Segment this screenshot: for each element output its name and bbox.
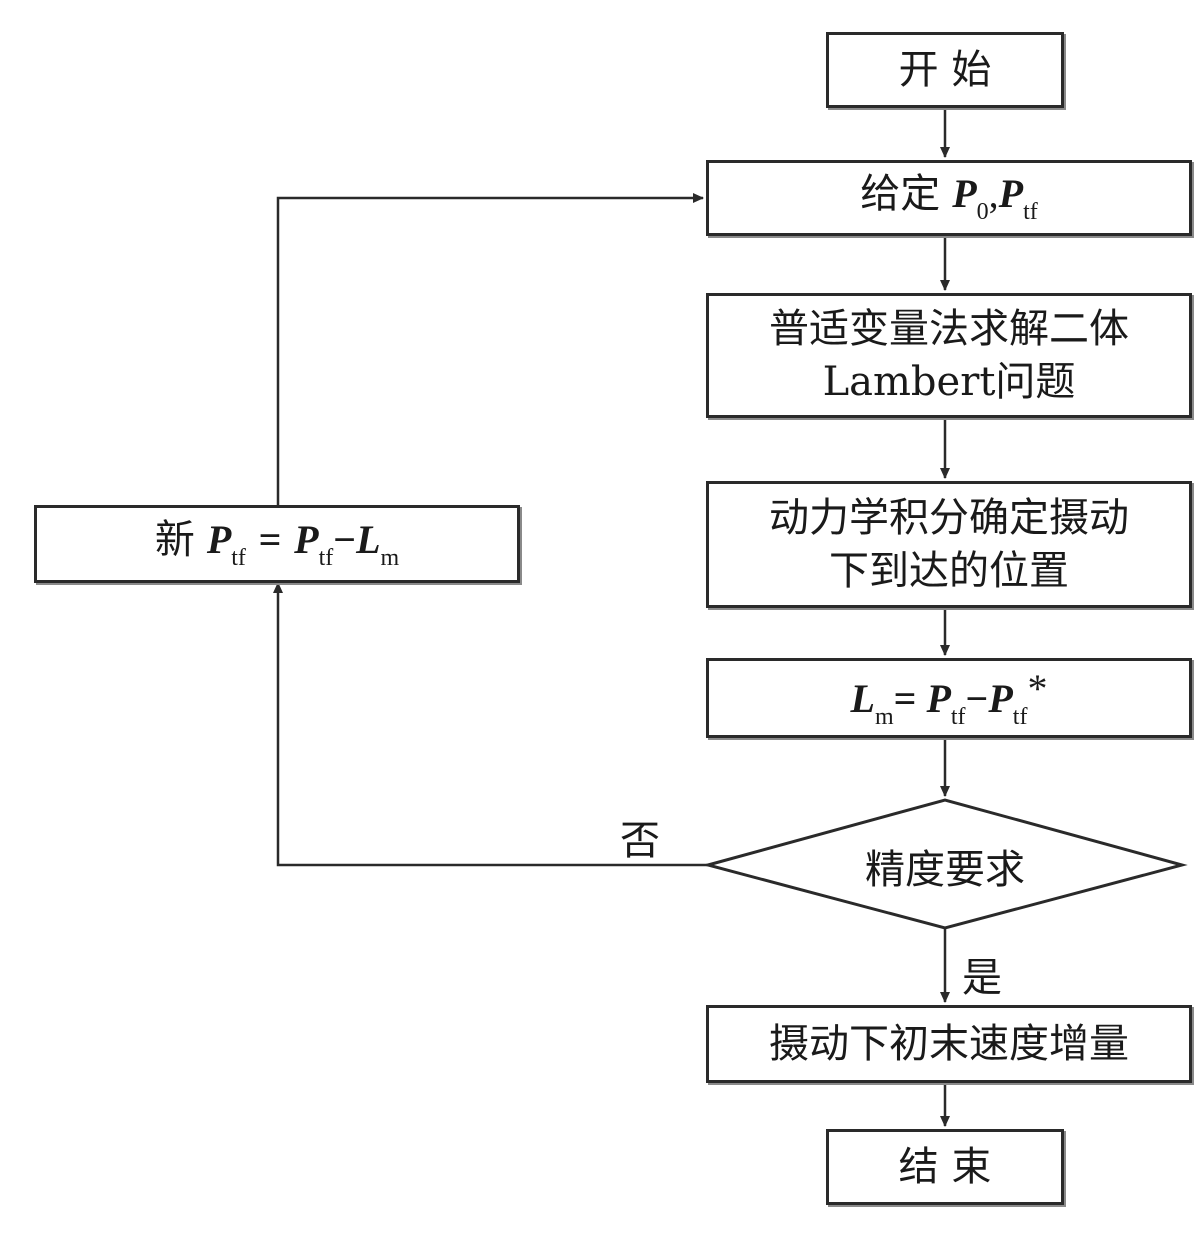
- dynamics-line-1: 动力学积分确定摄动: [769, 494, 1129, 541]
- lm-symbol: Lm: [850, 675, 894, 730]
- result-node: 摄动下初末速度增量: [706, 1005, 1192, 1083]
- update-lm: Lm: [356, 516, 400, 571]
- decision-label: 精度要求: [865, 847, 1025, 893]
- arrow-loop-back: [276, 193, 704, 505]
- update-prefix: 新: [154, 516, 195, 563]
- no-label: 否: [620, 818, 660, 864]
- arrow-no-branch: [273, 582, 710, 867]
- given-prefix: 给定: [860, 170, 941, 217]
- end-label: 结 束: [898, 1143, 992, 1190]
- given-p0: P0: [952, 170, 989, 225]
- lambert-line-1: 普适变量法求解二体: [769, 305, 1129, 352]
- lm-ptf-star: Ptf: [988, 675, 1028, 730]
- given-separator: ,: [988, 170, 999, 216]
- decision-diamond: [702, 798, 1188, 930]
- start-label: 开 始: [898, 46, 992, 93]
- update-ptf-new: Ptf: [206, 516, 246, 571]
- lm-node: Lm= Ptf−Ptf*: [706, 658, 1192, 738]
- lm-ptf: Ptf: [926, 675, 966, 730]
- dynamics-line-2: 下到达的位置: [829, 547, 1069, 594]
- lambert-line-2: Lambert问题: [822, 358, 1076, 405]
- end-node: 结 束: [826, 1129, 1064, 1205]
- update-ptf-old: Ptf: [294, 516, 334, 571]
- start-node: 开 始: [826, 32, 1064, 108]
- lm-formula: Lm= Ptf−Ptf*: [850, 665, 1048, 730]
- yes-label: 是: [962, 955, 1002, 1001]
- result-label: 摄动下初末速度增量: [769, 1020, 1129, 1067]
- lambert-node: 普适变量法求解二体 Lambert问题: [706, 293, 1192, 418]
- given-ptf: Ptf: [998, 170, 1038, 225]
- dynamics-node: 动力学积分确定摄动 下到达的位置: [706, 481, 1192, 608]
